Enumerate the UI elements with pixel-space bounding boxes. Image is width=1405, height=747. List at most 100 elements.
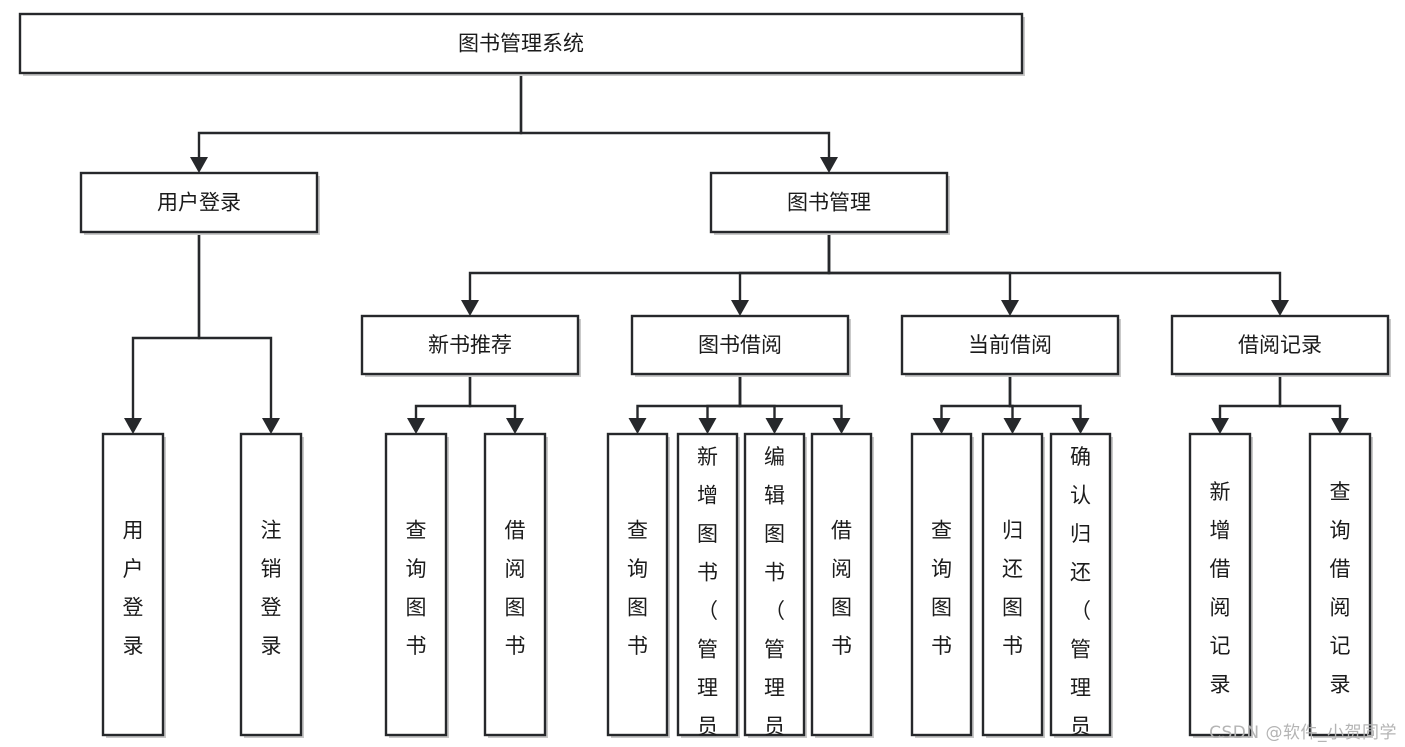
node-box bbox=[709, 171, 949, 234]
edge-book-manage-to-borrow-record bbox=[827, 232, 1289, 316]
node-leaf-confirm-return[interactable]: 确认归还（管理员） bbox=[1049, 432, 1113, 747]
edge-root-to-user-login bbox=[190, 73, 523, 173]
arrow-head bbox=[190, 157, 208, 173]
node-label: 归还图书 bbox=[1002, 519, 1023, 659]
edge-book-borrow-to-leaf-add-book bbox=[698, 374, 742, 434]
node-box bbox=[384, 432, 448, 737]
connector-line bbox=[519, 73, 831, 157]
node-leaf-add-borrow-record[interactable]: 新增借阅记录 bbox=[1188, 432, 1253, 738]
connector-line bbox=[636, 374, 742, 418]
node-label: 图书管理 bbox=[787, 191, 871, 215]
node-label: 用户登录 bbox=[157, 191, 241, 215]
node-box bbox=[1188, 432, 1252, 737]
arrow-head bbox=[461, 300, 479, 316]
connector-line bbox=[940, 374, 1012, 418]
arrow-head bbox=[506, 418, 524, 434]
connector-line bbox=[468, 232, 831, 300]
arrow-head bbox=[731, 300, 749, 316]
arrow-head bbox=[832, 418, 851, 434]
arrow-head bbox=[1003, 418, 1022, 434]
node-label: 借阅记录 bbox=[1238, 333, 1322, 357]
node-leaf-query-borrow-record[interactable]: 查询借阅记录 bbox=[1308, 432, 1373, 738]
node-new-book-recommend[interactable]: 新书推荐 bbox=[360, 314, 581, 377]
node-box bbox=[483, 432, 547, 737]
connector-line bbox=[738, 232, 831, 300]
node-book-borrow[interactable]: 图书借阅 bbox=[630, 314, 851, 377]
node-leaf-return-book[interactable]: 归还图书 bbox=[981, 432, 1045, 738]
arrow-head bbox=[628, 418, 647, 434]
node-leaf-query-book-current[interactable]: 查询图书 bbox=[910, 432, 974, 738]
node-leaf-add-book[interactable]: 新增图书（管理员） bbox=[676, 432, 740, 747]
node-box bbox=[910, 432, 973, 737]
node-box bbox=[360, 314, 580, 376]
edge-new-book-recommend-to-leaf-query-book-recommend bbox=[407, 374, 472, 434]
node-borrow-record[interactable]: 借阅记录 bbox=[1170, 314, 1391, 377]
node-leaf-query-book-borrow[interactable]: 查询图书 bbox=[606, 432, 670, 738]
node-label: 用户登录 bbox=[123, 519, 144, 659]
node-leaf-user-login[interactable]: 用户登录 bbox=[101, 432, 166, 738]
connector-line bbox=[1278, 374, 1342, 418]
arrow-head bbox=[765, 418, 784, 434]
node-box bbox=[18, 12, 1024, 75]
edge-borrow-record-to-leaf-add-borrow-record bbox=[1211, 374, 1282, 434]
edge-user-login-to-leaf-logout bbox=[197, 232, 280, 434]
edge-book-borrow-to-leaf-query-book-borrow bbox=[628, 374, 742, 434]
node-label: 查询图书 bbox=[406, 519, 427, 659]
node-leaf-edit-book[interactable]: 编辑图书（管理员） bbox=[743, 432, 807, 747]
node-current-borrow[interactable]: 当前借阅 bbox=[900, 314, 1121, 377]
node-box bbox=[900, 314, 1120, 376]
node-leaf-borrow-book[interactable]: 借阅图书 bbox=[810, 432, 874, 738]
node-box bbox=[79, 171, 319, 234]
edge-user-login-to-leaf-user-login bbox=[124, 232, 201, 434]
node-box bbox=[676, 432, 739, 737]
node-user-login[interactable]: 用户登录 bbox=[79, 171, 320, 235]
node-label: 查询图书 bbox=[627, 519, 648, 659]
edge-current-borrow-to-leaf-query-book-current bbox=[932, 374, 1012, 434]
node-box bbox=[1170, 314, 1390, 376]
edge-borrow-record-to-leaf-query-borrow-record bbox=[1278, 374, 1349, 434]
arrow-head bbox=[1211, 418, 1229, 434]
node-label: 新书推荐 bbox=[428, 333, 512, 357]
connectors-layer bbox=[124, 73, 1349, 434]
node-label: 借阅图书 bbox=[505, 519, 526, 659]
node-box bbox=[1308, 432, 1372, 737]
connector-line bbox=[414, 374, 472, 418]
arrow-head bbox=[262, 418, 280, 434]
node-leaf-logout[interactable]: 注销登录 bbox=[239, 432, 304, 738]
arrow-head bbox=[1271, 300, 1289, 316]
edge-book-borrow-to-leaf-borrow-book bbox=[738, 374, 851, 434]
edge-current-borrow-to-leaf-confirm-return bbox=[1008, 374, 1090, 434]
connector-line bbox=[738, 374, 776, 418]
arrow-head bbox=[1001, 300, 1019, 316]
edge-root-to-book-manage bbox=[519, 73, 838, 173]
connector-line bbox=[1218, 374, 1282, 418]
connector-line bbox=[1008, 374, 1082, 418]
edge-current-borrow-to-leaf-return-book bbox=[1003, 374, 1022, 434]
node-label: 新增图书（管理员） bbox=[697, 445, 718, 747]
connector-line bbox=[738, 374, 843, 418]
edge-book-borrow-to-leaf-edit-book bbox=[738, 374, 784, 434]
node-label: 新增借阅记录 bbox=[1210, 480, 1231, 697]
connector-line bbox=[827, 232, 1282, 300]
node-root[interactable]: 图书管理系统 bbox=[18, 12, 1025, 76]
arrow-head bbox=[820, 157, 838, 173]
node-label: 注销登录 bbox=[261, 519, 282, 659]
connector-line bbox=[197, 73, 523, 157]
node-box bbox=[101, 432, 165, 737]
edge-book-manage-to-book-borrow bbox=[731, 232, 831, 316]
connector-line bbox=[197, 232, 273, 418]
edge-new-book-recommend-to-leaf-borrow-book-recommend bbox=[468, 374, 524, 434]
node-book-manage[interactable]: 图书管理 bbox=[709, 171, 950, 235]
node-leaf-query-book-recommend[interactable]: 查询图书 bbox=[384, 432, 449, 738]
node-label: 借阅图书 bbox=[831, 519, 852, 659]
connector-line bbox=[706, 374, 742, 418]
node-box bbox=[630, 314, 850, 376]
node-box bbox=[1049, 432, 1112, 737]
node-leaf-borrow-book-recommend[interactable]: 借阅图书 bbox=[483, 432, 548, 738]
csdn-watermark: CSDN @软件_小贺同学 bbox=[1209, 723, 1397, 743]
node-label: 当前借阅 bbox=[968, 333, 1052, 357]
node-box bbox=[743, 432, 806, 737]
arrow-head bbox=[124, 418, 142, 434]
